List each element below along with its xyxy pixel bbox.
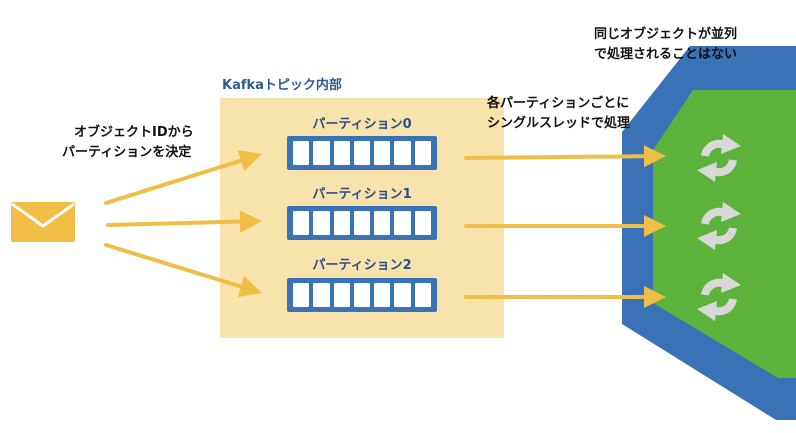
partition-2-queue <box>287 278 437 312</box>
refresh-icon <box>697 273 741 321</box>
queue-slot <box>414 211 431 235</box>
queue-slot <box>333 141 350 165</box>
queue-slot <box>374 141 391 165</box>
per-partition-label-line1: 各パーティションごとに <box>487 96 630 111</box>
partition-0-queue <box>287 136 437 170</box>
no-parallel-label-line2: で処理されることはない <box>594 47 738 62</box>
queue-slot <box>353 283 371 307</box>
processing-arrows <box>464 145 666 308</box>
queue-slot <box>293 283 310 307</box>
queue-slot <box>374 211 391 235</box>
no-parallel-label-line1: 同じオブジェクトが並列 <box>594 27 738 42</box>
partition-1-title: パーティション1 <box>312 187 412 202</box>
worker-icons <box>697 134 741 321</box>
queue-slot <box>313 141 330 165</box>
queue-slot <box>353 141 371 165</box>
partition-1-queue <box>287 206 437 240</box>
queue-slot <box>394 141 411 165</box>
partition-by-id-label-line1: オブジェクトIDから <box>74 125 194 140</box>
queue-slot <box>353 211 371 235</box>
envelope-icon <box>11 202 75 242</box>
queue-slot <box>394 283 411 307</box>
arrow-to-partition-2 <box>104 243 262 298</box>
arrow-to-partition-1 <box>106 210 262 233</box>
partition-0-title: パーティション0 <box>312 117 412 132</box>
queue-slot <box>333 283 350 307</box>
queue-slot <box>394 211 411 235</box>
queue-slot <box>313 211 330 235</box>
queue-slot <box>414 283 431 307</box>
queue-slot <box>313 283 330 307</box>
routing-arrows <box>104 150 262 298</box>
arrow-partition-1-to-consumer <box>464 215 666 237</box>
refresh-icon <box>697 134 741 182</box>
queue-slot <box>374 283 391 307</box>
per-partition-label-line2: シングルスレッドで処理 <box>487 116 631 131</box>
partition-by-id-label-line2: パーティションを決定 <box>62 145 192 160</box>
refresh-icon <box>697 202 741 250</box>
arrow-partition-0-to-consumer <box>464 145 666 168</box>
partition-2-title: パーティション2 <box>312 258 412 273</box>
queue-slot <box>293 141 310 165</box>
queue-slot <box>293 211 310 235</box>
queue-slot <box>414 141 431 165</box>
queue-slot <box>333 211 350 235</box>
consumer-inner-hexagon <box>653 90 796 378</box>
arrow-to-partition-0 <box>104 150 262 205</box>
kafka-topic-label: Kafkaトピック内部 <box>222 78 342 93</box>
arrow-partition-2-to-consumer <box>464 286 666 308</box>
